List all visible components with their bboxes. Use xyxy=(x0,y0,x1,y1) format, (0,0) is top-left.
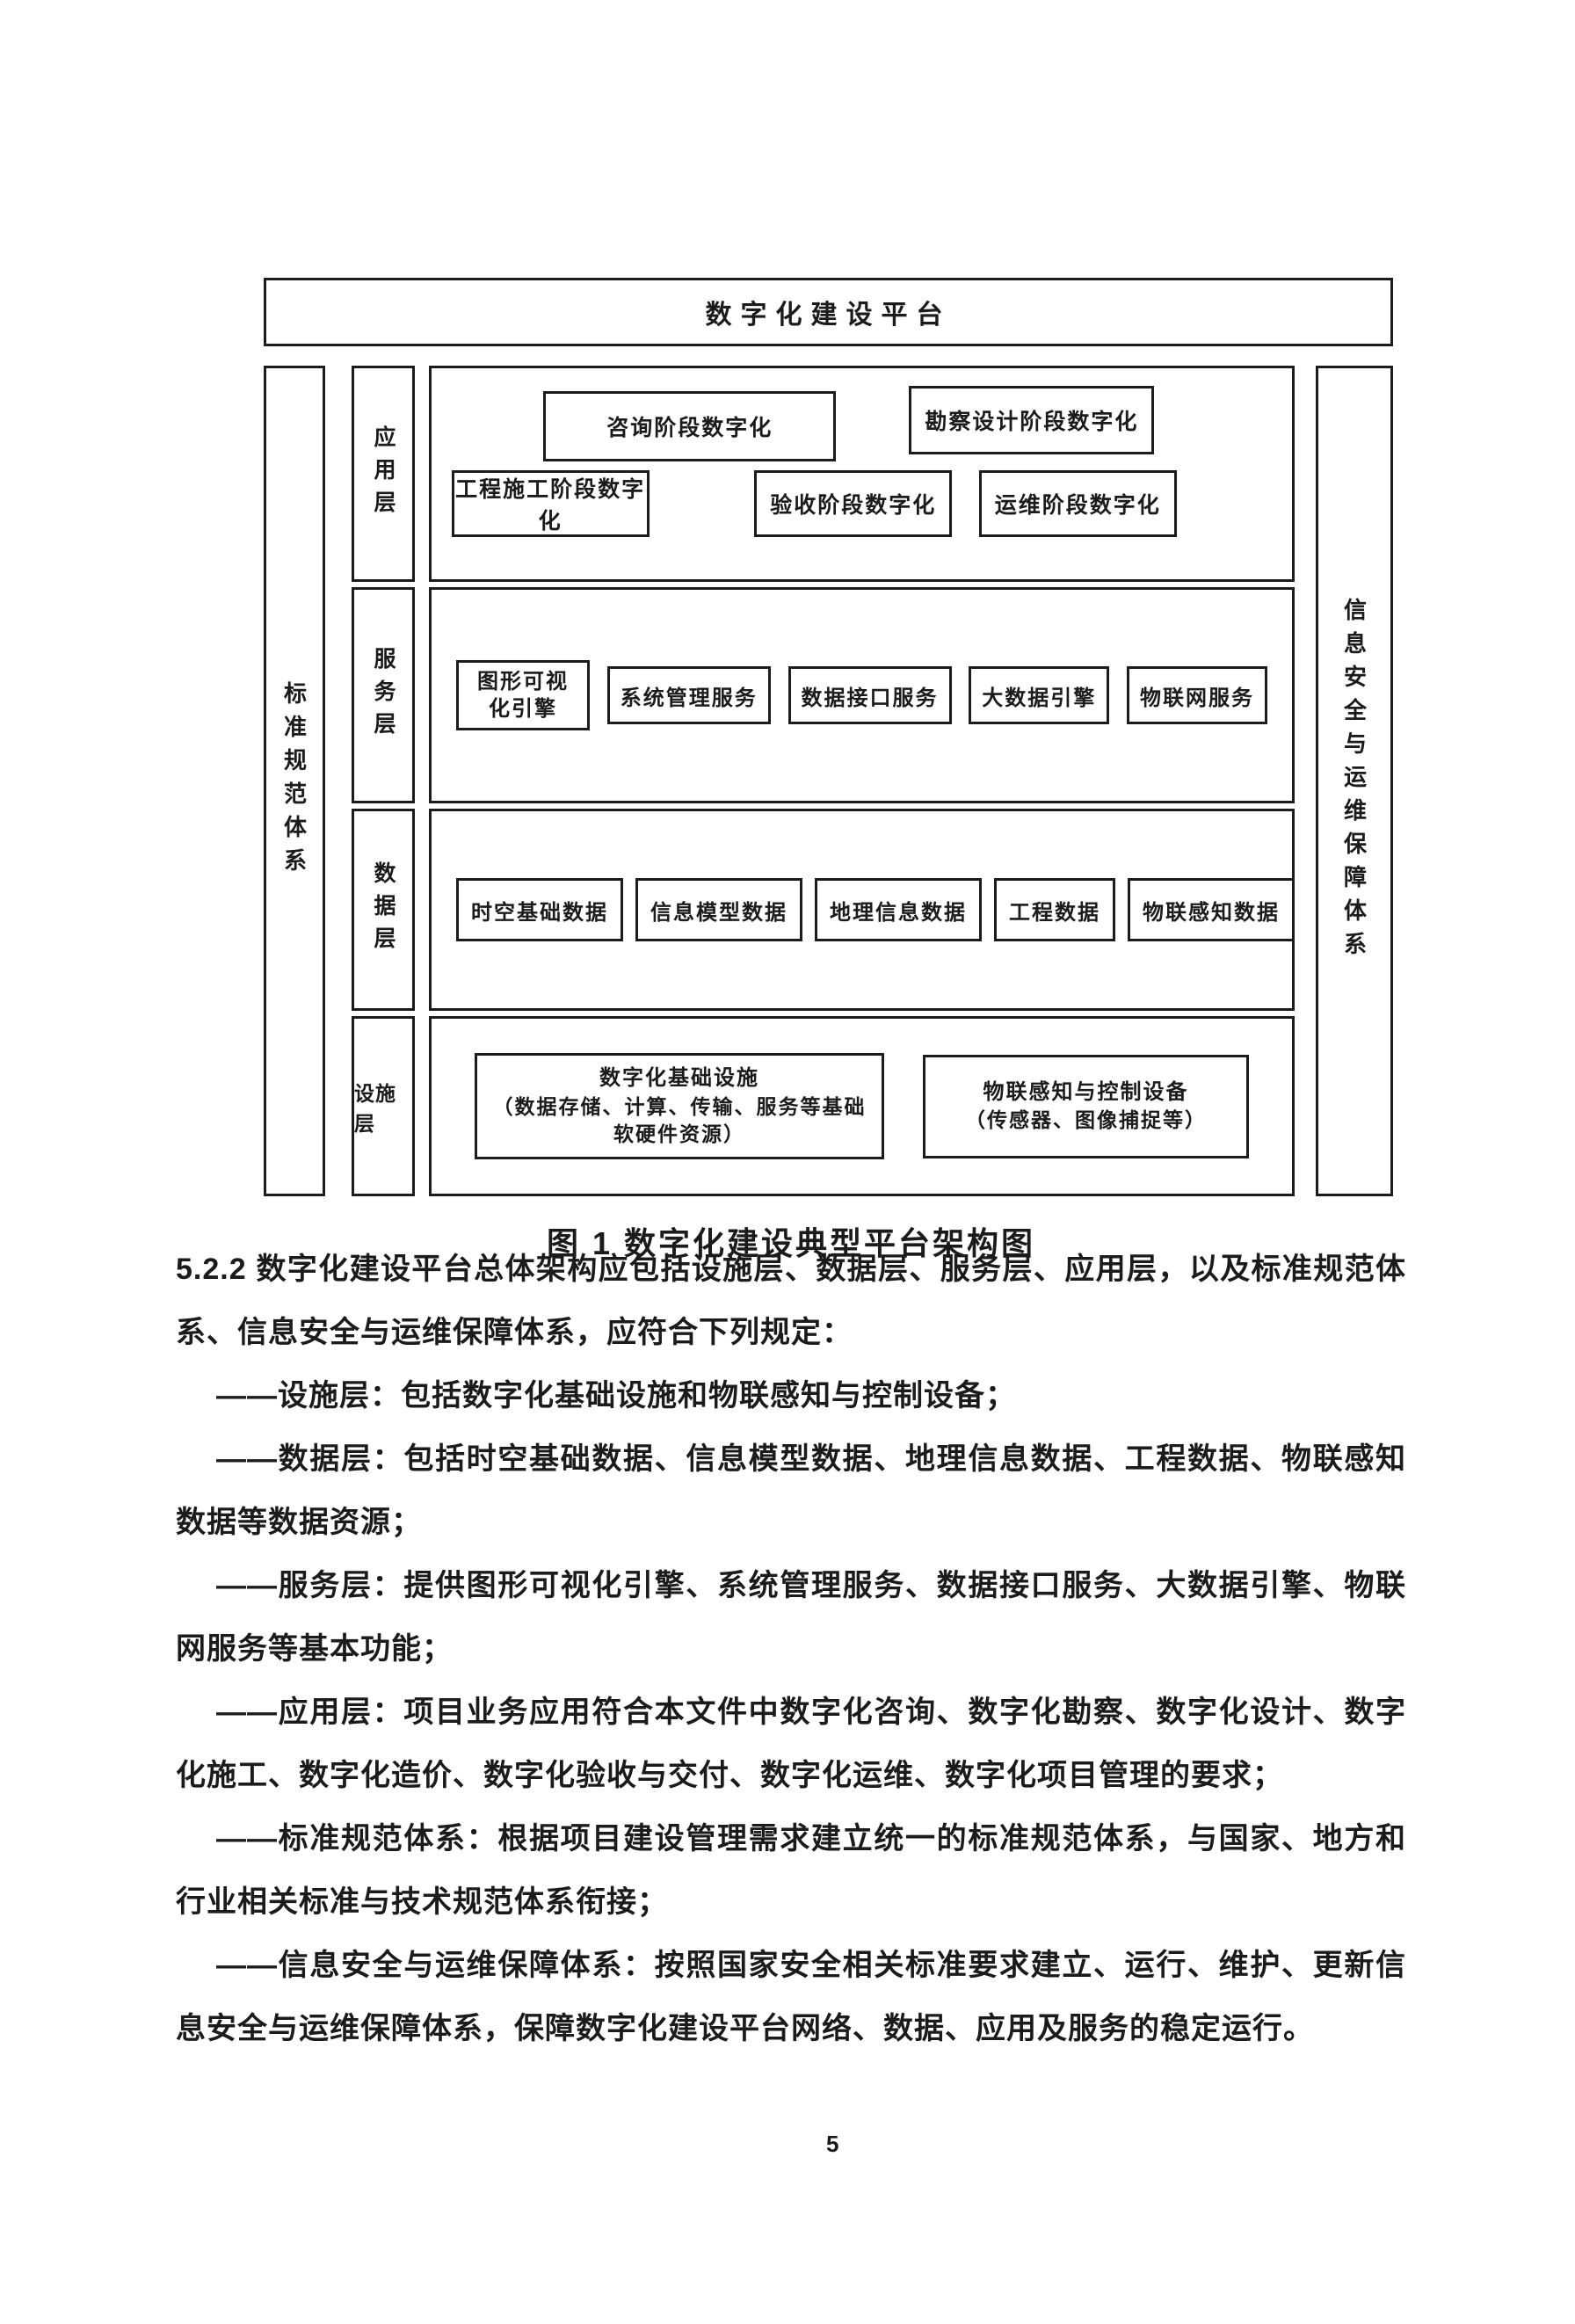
node-system-management-service: 系统管理服务 xyxy=(606,666,771,724)
node-survey-design-stage: 勘察设计阶段数字化 xyxy=(909,386,1155,454)
node-iot-sensing-data: 物联感知数据 xyxy=(1128,878,1295,941)
node-iot-control-devices: 物联感知与控制设备 （传感器、图像捕捉等） xyxy=(923,1054,1249,1158)
node-iot-service: 物联网服务 xyxy=(1127,666,1267,724)
data-layer-row: 时空基础数据 信息模型数据 地理信息数据 工程数据 物联感知数据 xyxy=(432,811,1295,1008)
node-construction-stage: 工程施工阶段数字化 xyxy=(451,470,650,537)
platform-title: 数字化建设平台 xyxy=(705,301,952,330)
node-iot-control-devices-title: 物联感知与控制设备 xyxy=(983,1079,1189,1104)
node-consulting-stage: 咨询阶段数字化 xyxy=(543,391,837,461)
application-layer-label-box: 应用层 xyxy=(352,366,415,582)
node-graphics-engine: 图形可视化引擎 xyxy=(456,659,590,731)
security-ops-system-bar: 信息安全与运维保障体系 xyxy=(1316,366,1393,1196)
body-text: 5.2.2 数字化建设平台总体架构应包括设施层、数据层、服务层、应用层，以及标准… xyxy=(176,1238,1406,2060)
data-layer-content: 时空基础数据 信息模型数据 地理信息数据 工程数据 物联感知数据 xyxy=(429,809,1295,1011)
item-facility-layer: ——设施层：包括数字化基础设施和物联感知与控制设备； xyxy=(216,1379,1016,1413)
facility-layer: 设施层 数字化基础设施 （数据存储、计算、传输、服务等基础软硬件资源） 物联感知… xyxy=(352,1016,1295,1196)
application-layer-label: 应用层 xyxy=(371,425,396,523)
page-number: 5 xyxy=(826,2131,839,2157)
service-layer-label: 服务层 xyxy=(371,646,396,744)
facility-layer-label-box: 设施层 xyxy=(352,1016,415,1196)
application-layer-content: 咨询阶段数字化 勘察设计阶段数字化 工程施工阶段数字化 验收阶段数字化 运维阶段… xyxy=(429,366,1295,582)
layer-stack: 应用层 咨询阶段数字化 勘察设计阶段数字化 工程施工阶段数字化 验收阶段数字化 … xyxy=(352,366,1295,1196)
facility-layer-label: 设施层 xyxy=(354,1081,396,1135)
item-application-layer: ——应用层：项目业务应用符合本文件中数字化咨询、数字化勘察、数字化设计、数字化施… xyxy=(176,1696,1406,1792)
node-iot-control-devices-sub: （传感器、图像捕捉等） xyxy=(964,1108,1207,1132)
application-layer: 应用层 咨询阶段数字化 勘察设计阶段数字化 工程施工阶段数字化 验收阶段数字化 … xyxy=(352,366,1295,582)
node-engineering-data: 工程数据 xyxy=(994,878,1115,941)
clause-5-2-2: 5.2.2 数字化建设平台总体架构应包括设施层、数据层、服务层、应用层，以及标准… xyxy=(176,1253,1406,1349)
platform-title-box: 数字化建设平台 xyxy=(264,278,1393,346)
node-spatiotemporal-data: 时空基础数据 xyxy=(456,878,623,941)
node-data-interface-service: 数据接口服务 xyxy=(788,666,952,724)
security-ops-system-label: 信息安全与运维保障体系 xyxy=(1340,597,1368,965)
node-acceptance-stage: 验收阶段数字化 xyxy=(754,470,953,537)
figure-body: 标准规范体系 应用层 咨询阶段数字化 勘察设计阶段数字化 工程施工阶段数字化 验… xyxy=(264,366,1393,1196)
data-layer: 数据层 时空基础数据 信息模型数据 地理信息数据 工程数据 物联感知数据 xyxy=(352,809,1295,1011)
service-layer-row: 图形可视化引擎 系统管理服务 数据接口服务 大数据引擎 物联网服务 xyxy=(432,590,1292,801)
facility-layer-row: 数字化基础设施 （数据存储、计算、传输、服务等基础软硬件资源） 物联感知与控制设… xyxy=(432,1019,1292,1194)
service-layer-content: 图形可视化引擎 系统管理服务 数据接口服务 大数据引擎 物联网服务 xyxy=(429,587,1295,803)
standards-system-bar: 标准规范体系 xyxy=(264,366,325,1196)
node-digital-infrastructure: 数字化基础设施 （数据存储、计算、传输、服务等基础软硬件资源） xyxy=(475,1053,885,1159)
node-operation-stage: 运维阶段数字化 xyxy=(978,470,1177,537)
item-service-layer: ——服务层：提供图形可视化引擎、系统管理服务、数据接口服务、大数据引擎、物联网服… xyxy=(176,1569,1406,1666)
item-standards-system: ——标准规范体系：根据项目建设管理需求建立统一的标准规范体系，与国家、地方和行业… xyxy=(176,1822,1406,1919)
service-layer: 服务层 图形可视化引擎 系统管理服务 数据接口服务 大数据引擎 物联网服务 xyxy=(352,587,1295,803)
platform-architecture-figure: 数字化建设平台 标准规范体系 应用层 咨询阶段数字化 勘察设计阶段数字化 工程施… xyxy=(264,278,1393,1196)
standards-system-label: 标准规范体系 xyxy=(280,680,308,882)
item-data-layer: ——数据层：包括时空基础数据、信息模型数据、地理信息数据、工程数据、物联感知数据… xyxy=(176,1442,1406,1539)
data-layer-label: 数据层 xyxy=(371,861,396,959)
service-layer-label-box: 服务层 xyxy=(352,587,415,803)
node-big-data-engine: 大数据引擎 xyxy=(969,666,1110,724)
node-digital-infrastructure-sub: （数据存储、计算、传输、服务等基础软硬件资源） xyxy=(492,1094,867,1145)
node-digital-infrastructure-title: 数字化基础设施 xyxy=(599,1066,760,1091)
item-security-ops-system: ——信息安全与运维保障体系：按照国家安全相关标准要求建立、运行、维护、更新信息安… xyxy=(176,1949,1406,2045)
facility-layer-content: 数字化基础设施 （数据存储、计算、传输、服务等基础软硬件资源） 物联感知与控制设… xyxy=(429,1016,1295,1196)
data-layer-label-box: 数据层 xyxy=(352,809,415,1011)
node-information-model-data: 信息模型数据 xyxy=(635,878,802,941)
node-geographic-data: 地理信息数据 xyxy=(815,878,982,941)
figure-caption: 图 1 数字化建设典型平台架构图 xyxy=(546,1225,1036,1261)
